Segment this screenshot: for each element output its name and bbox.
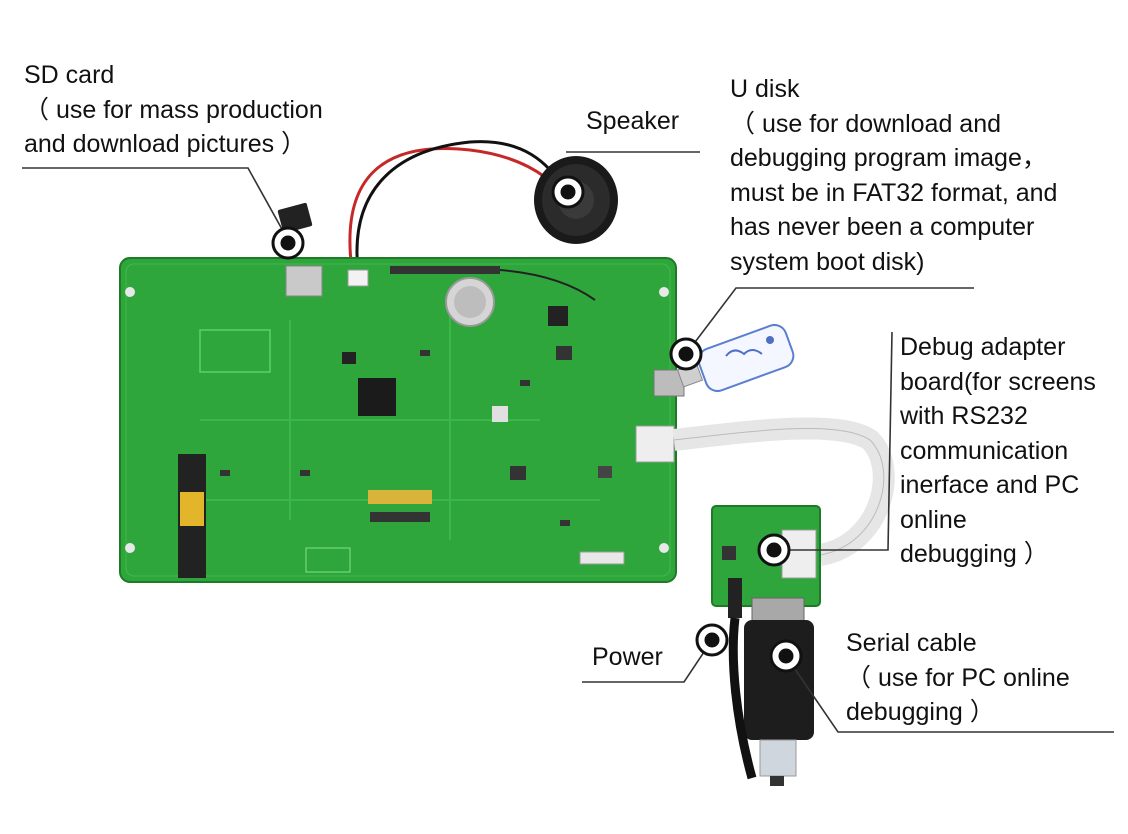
label-line: debugging ）: [846, 698, 995, 726]
serial-connector-image: [744, 597, 814, 786]
label-debug-adapter: Debug adapter board(for screens with RS2…: [900, 330, 1096, 572]
marker-power: [695, 623, 729, 657]
label-line: debugging ）: [900, 540, 1049, 568]
marker-sd-card: [271, 226, 305, 260]
label-speaker: Speaker: [586, 104, 679, 139]
marker-speaker: [551, 175, 585, 209]
label-serial-cable: Serial cable （ use for PC online debuggi…: [846, 626, 1070, 730]
leader-line-u-disk: [685, 287, 974, 355]
label-line: online: [900, 505, 967, 534]
label-u-disk: U disk （ use for download and debugging …: [730, 72, 1057, 279]
label-line: （ use for download and: [730, 109, 1002, 138]
label-line: must be in FAT32 format, and: [730, 178, 1058, 207]
label-line: has never been a computer: [730, 213, 1035, 241]
marker-u-disk: [669, 337, 703, 371]
label-line: with RS232: [900, 402, 1028, 430]
label-line: and download pictures ）: [24, 130, 307, 158]
label-line: Power: [592, 643, 663, 671]
label-line: Debug adapter: [900, 333, 1066, 361]
label-line: （ use for PC online: [846, 663, 1070, 692]
marker-debug-adapter: [757, 533, 791, 567]
label-line: U disk: [730, 75, 800, 103]
pcb-board: [119, 257, 685, 583]
leader-line-serial-cable: [785, 655, 1114, 733]
label-line: board(for screens: [900, 367, 1096, 396]
power-cable-image: [728, 578, 757, 780]
sd-card-image: [277, 202, 313, 234]
label-line: （ use for mass production: [24, 95, 323, 124]
leader-line-debug-adapter: [776, 331, 893, 551]
speaker-wire-black: [355, 140, 564, 271]
label-line: debugging program image，: [730, 144, 1047, 172]
label-sd-card: SD card （ use for mass production and do…: [24, 58, 323, 162]
label-power: Power: [592, 640, 663, 675]
label-line: system boot disk): [730, 247, 925, 276]
leader-lines: [22, 151, 1114, 733]
leader-line-sd-card: [22, 167, 289, 241]
label-line: communication: [900, 436, 1069, 465]
label-line: inerface and PC: [900, 471, 1080, 499]
label-line: Speaker: [586, 107, 680, 135]
label-line: SD card: [24, 61, 115, 89]
label-line: Serial cable: [846, 629, 977, 657]
marker-serial-cable: [769, 639, 803, 673]
leader-line-power: [582, 639, 713, 683]
speaker-wire-red: [348, 147, 562, 271]
